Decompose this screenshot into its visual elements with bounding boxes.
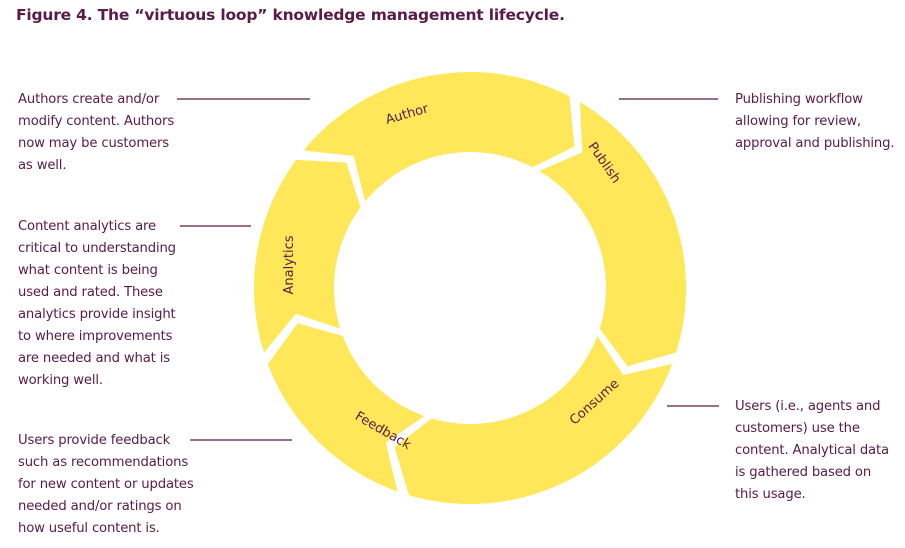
connector-lines: [177, 98, 719, 441]
cycle-segments: [254, 72, 686, 504]
figure-title: Figure 4. The “virtuous loop” knowledge …: [16, 6, 565, 24]
publish-segment: [539, 102, 686, 367]
analytics-label: Analytics: [282, 235, 297, 294]
analytics-description: Content analytics are critical to unders…: [18, 219, 176, 388]
consume-segment: [394, 335, 673, 504]
feedback-description: Users provide feedback such as recommend…: [18, 433, 194, 536]
consume-description: Users (i.e., agents and customers) use t…: [735, 399, 889, 502]
analytics-segment: [254, 159, 361, 353]
author-segment: [303, 72, 575, 202]
author-description: Authors create and/or modify content. Au…: [18, 92, 175, 173]
feedback-segment: [267, 323, 425, 492]
publish-description: Publishing workflow allowing for review,…: [735, 92, 895, 151]
